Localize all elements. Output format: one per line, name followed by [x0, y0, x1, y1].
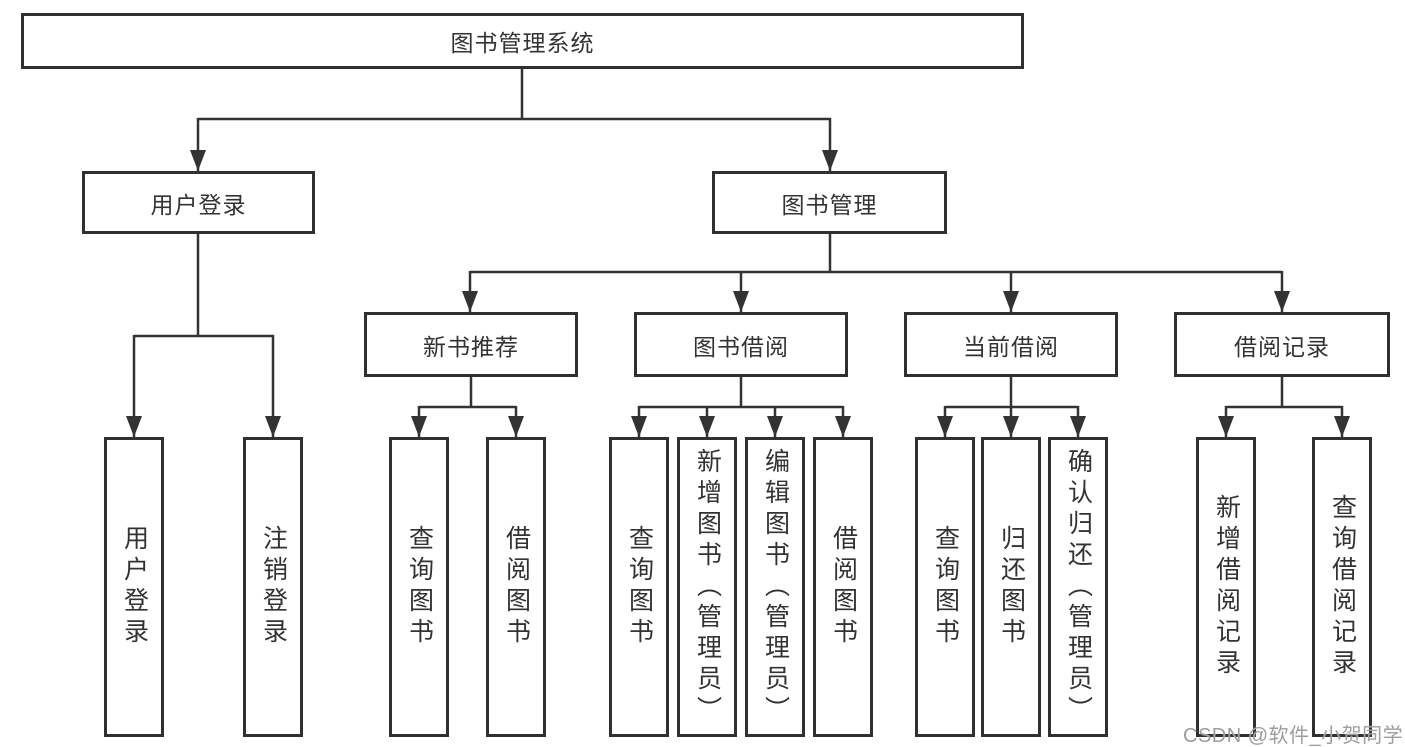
leaf-query-borrow-record-label: 查询借阅记录 [1328, 494, 1357, 680]
leaf-borrow-query-books-label: 查询图书 [625, 525, 654, 649]
leaf-edit-books-admin-label: 编辑图书（管理员） [761, 447, 790, 727]
leaf-query-borrow-record: 查询借阅记录 [1312, 437, 1372, 737]
node-new-book-recommend: 新书推荐 [364, 312, 578, 377]
leaf-add-books-admin-label: 新增图书（管理员） [693, 447, 722, 727]
node-current-borrow: 当前借阅 [904, 312, 1118, 377]
leaf-current-query-books-label: 查询图书 [931, 525, 960, 649]
leaf-return-books-label: 归还图书 [997, 525, 1026, 649]
leaf-recommend-borrow-books: 借阅图书 [486, 437, 546, 737]
leaf-current-query-books: 查询图书 [915, 437, 975, 737]
node-book-borrow: 图书借阅 [634, 312, 848, 377]
leaf-borrow-books: 借阅图书 [813, 437, 873, 737]
csdn-watermark: CSDN @软件_小贺同学 [1183, 725, 1404, 747]
leaf-logout: 注销登录 [243, 437, 303, 737]
connector-root [190, 69, 838, 171]
leaf-confirm-return-admin: 确认归还（管理员） [1048, 437, 1108, 737]
leaf-recommend-query-books-label: 查询图书 [405, 525, 434, 649]
connector-book-management [462, 234, 1290, 312]
node-user-login-branch-label: 用户登录 [150, 191, 247, 218]
leaf-user-login: 用户登录 [104, 437, 164, 737]
connector-new-book-recommend [411, 377, 524, 437]
node-book-management-label: 图书管理 [781, 191, 878, 218]
leaf-logout-label: 注销登录 [259, 525, 288, 649]
leaf-add-borrow-record: 新增借阅记录 [1196, 437, 1256, 737]
leaf-borrow-query-books: 查询图书 [609, 437, 669, 737]
leaf-confirm-return-admin-label: 确认归还（管理员） [1064, 447, 1093, 727]
node-borrow-records-label: 借阅记录 [1234, 333, 1330, 360]
connector-borrow-records [1218, 377, 1350, 437]
node-root-label: 图书管理系统 [450, 30, 595, 56]
node-book-management: 图书管理 [712, 171, 947, 234]
node-current-borrow-label: 当前借阅 [963, 333, 1059, 360]
node-book-borrow-label: 图书借阅 [693, 333, 789, 360]
node-root: 图书管理系统 [21, 13, 1024, 69]
leaf-return-books: 归还图书 [981, 437, 1041, 737]
leaf-add-books-admin: 新增图书（管理员） [677, 437, 737, 737]
leaf-recommend-query-books: 查询图书 [389, 437, 449, 737]
node-user-login-branch: 用户登录 [82, 171, 315, 234]
connector-book-borrow [631, 377, 851, 437]
connector-user-login [126, 234, 281, 437]
node-new-book-recommend-label: 新书推荐 [423, 333, 519, 360]
leaf-recommend-borrow-books-label: 借阅图书 [502, 525, 531, 649]
leaf-add-borrow-record-label: 新增借阅记录 [1212, 494, 1241, 680]
leaf-user-login-label: 用户登录 [120, 525, 149, 649]
node-borrow-records: 借阅记录 [1174, 312, 1390, 377]
leaf-borrow-books-label: 借阅图书 [829, 525, 858, 649]
connector-current-borrow [937, 377, 1086, 437]
leaf-edit-books-admin: 编辑图书（管理员） [745, 437, 805, 737]
